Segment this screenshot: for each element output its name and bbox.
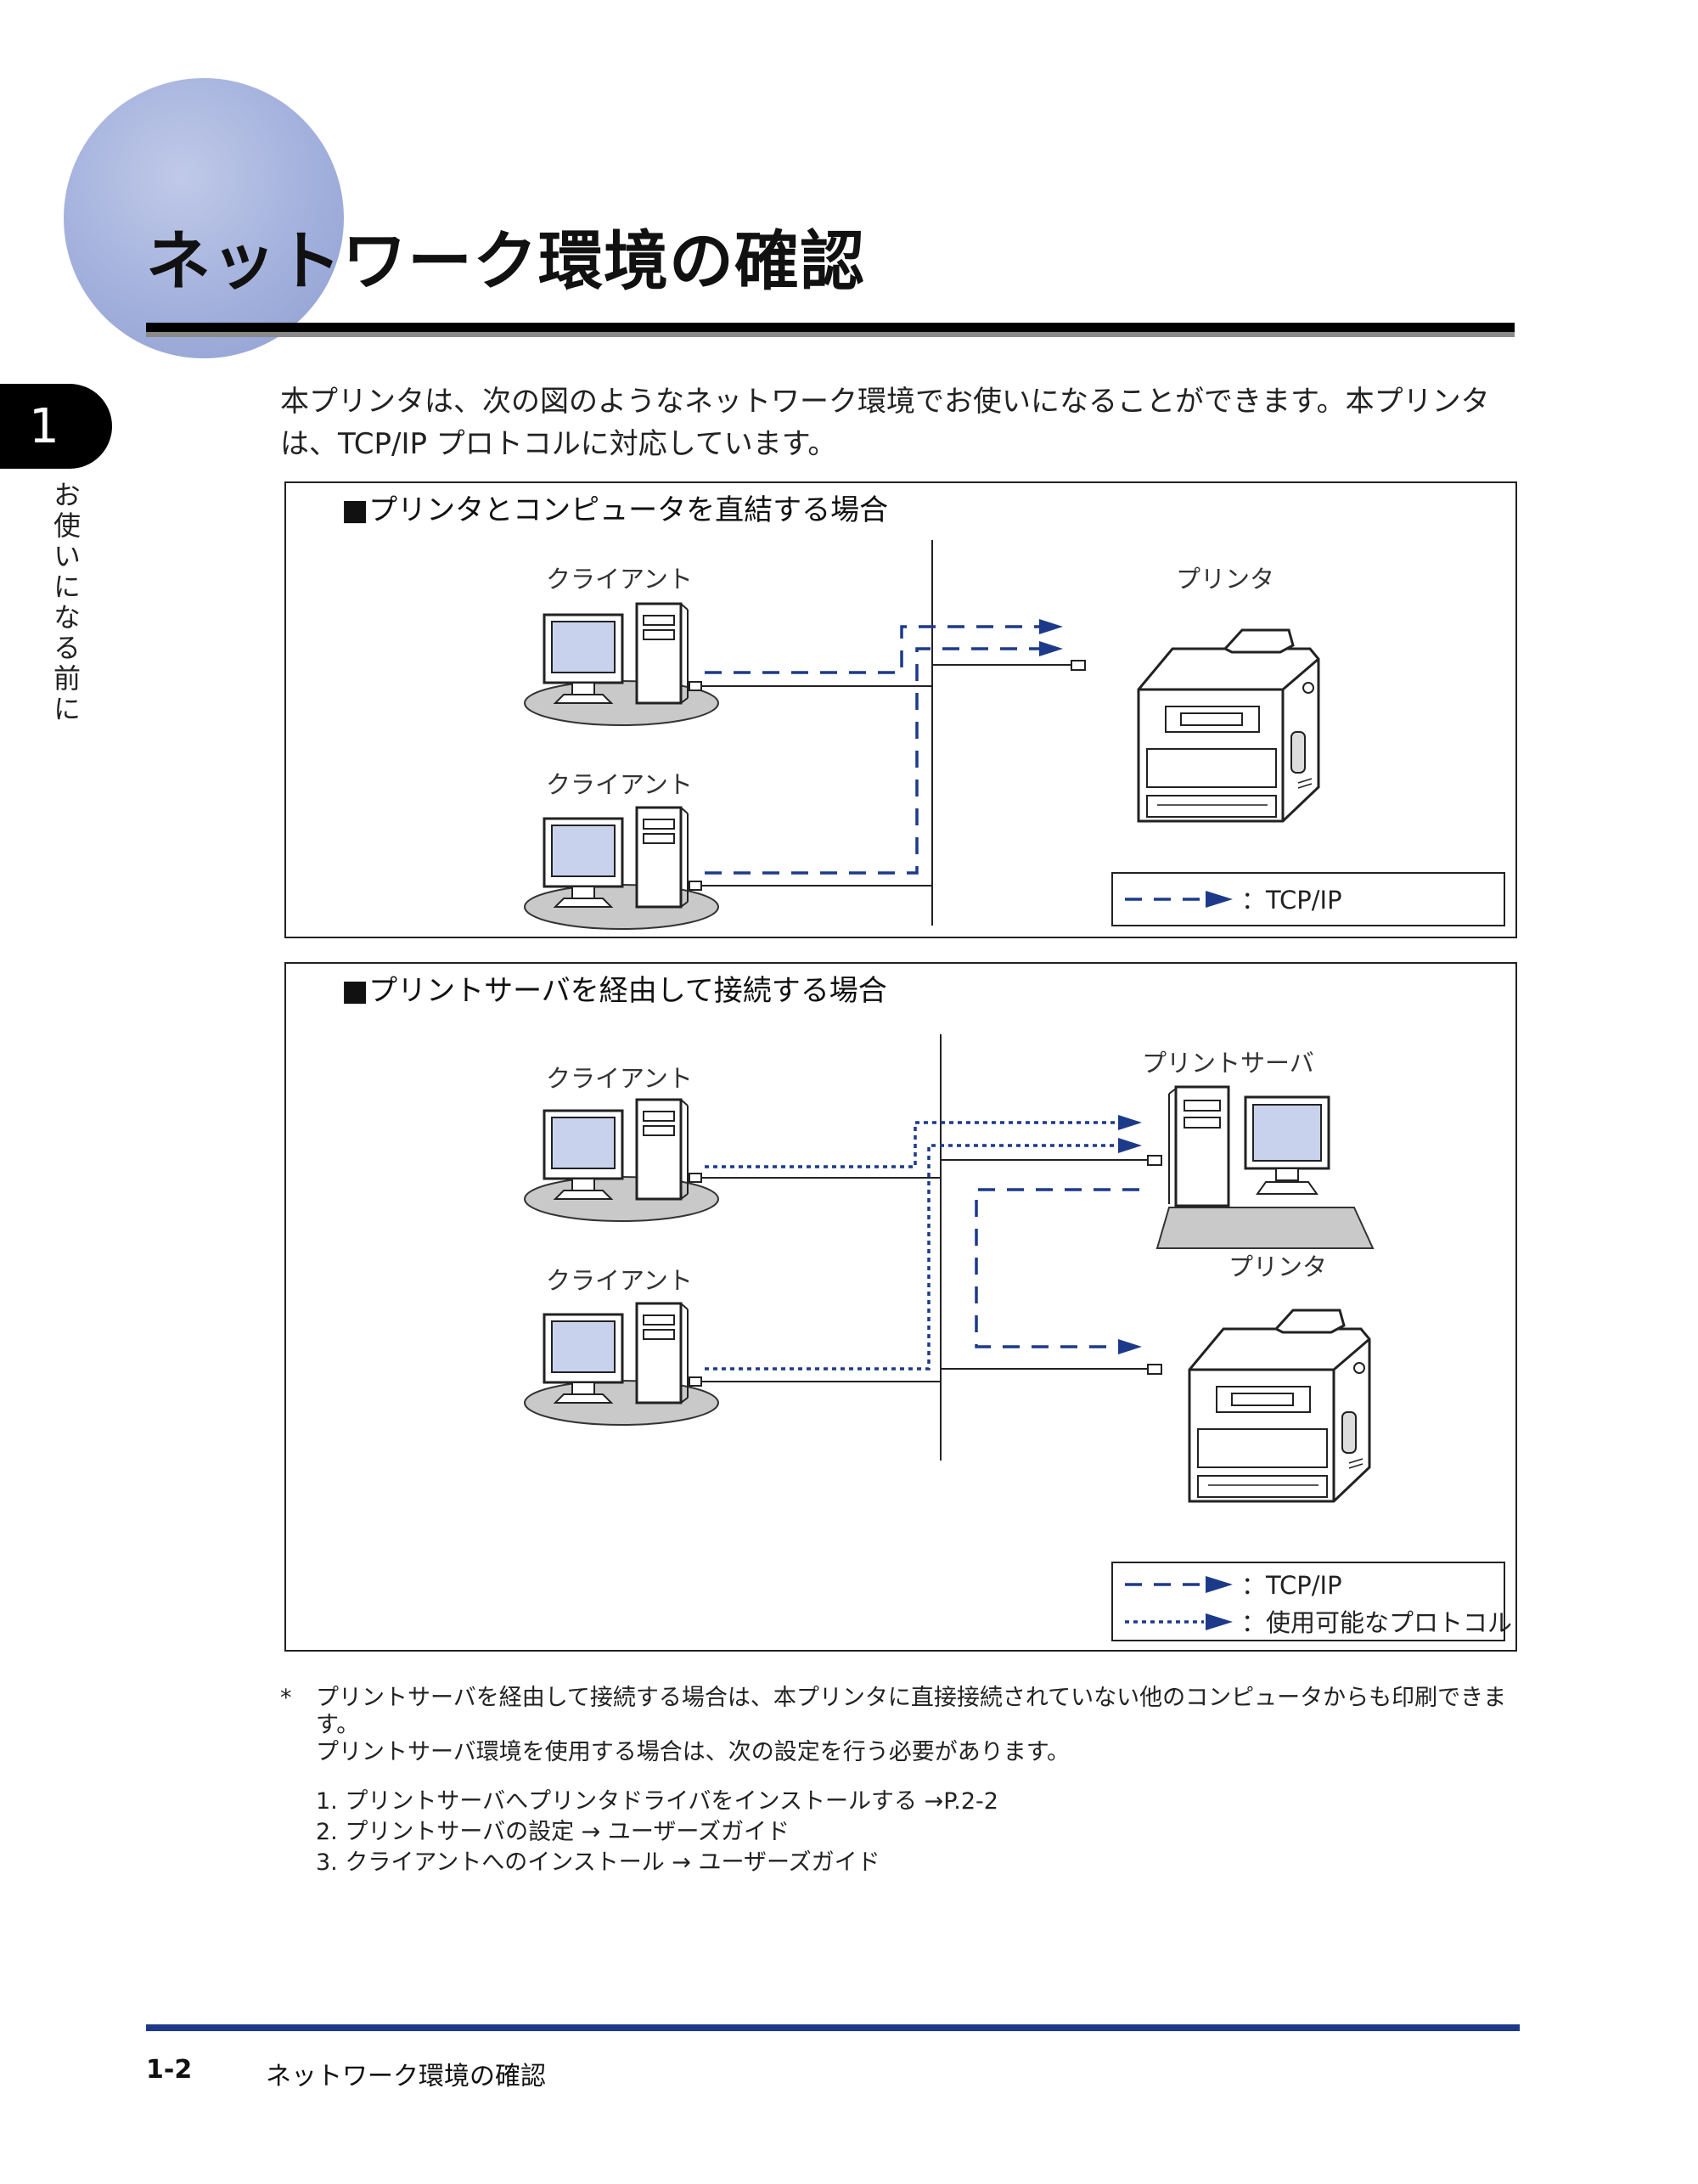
diagram2-frame — [284, 962, 1517, 1652]
diagram1-tcpip-paths — [705, 625, 1043, 875]
diagram2-server-label: プリントサーバ — [1142, 1049, 1314, 1078]
diagram2-legend-box — [1111, 1562, 1505, 1641]
diagram2-client-1 — [523, 1098, 720, 1223]
diagram2-heading: ■プリントサーバを経由して接続する場合 — [341, 974, 887, 1008]
setup-step-text: 2. プリントサーバの設定 → ユーザーズガイド — [316, 1819, 790, 1845]
diagram2-client-2 — [523, 1302, 720, 1427]
footnote: * プリントサーバを経由して接続する場合は、本プリンタに直接接続されていない他の… — [280, 1685, 1520, 1766]
title-rule-shadow — [146, 332, 1515, 337]
diagram2-print-server — [1155, 1085, 1375, 1250]
footnote-line-2: プリントサーバ環境を使用する場合は、次の設定を行う必要があります。 — [316, 1739, 1071, 1765]
diagram2-tcpip-arrowhead — [1118, 1339, 1142, 1354]
title-decoration-circle — [64, 78, 344, 358]
diagram2-legend-available: ：使用可能なプロトコル — [1241, 1608, 1512, 1637]
diagram1-legend-box — [1111, 872, 1505, 926]
diagram1-frame — [284, 481, 1517, 938]
diagram2-client-label-1: クライアント — [546, 1064, 693, 1093]
diagram2-legend-tcpip: ：TCP/IP — [1241, 1571, 1342, 1600]
diagram1-legend-tcpip: ：TCP/IP — [1241, 886, 1342, 915]
diagram1-printer-label: プリンタ — [1176, 565, 1274, 594]
setup-step: 2. プリントサーバの設定 → ユーザーズガイド — [316, 1817, 998, 1848]
page-title: ネットワーク環境の確認 — [146, 223, 865, 299]
diagram1-client-2 — [523, 806, 720, 931]
setup-step-text: 1. プリントサーバへプリンタドライバをインストールする →P.2-2 — [316, 1788, 998, 1815]
footnote-marker: * — [280, 1685, 292, 1711]
network-diagrams: ■プリンタとコンピュータを直結する場合 クライアント クライアント プリンタ ：… — [284, 481, 1517, 1652]
setup-step-text: 3. クライアントへのインストール → ユーザーズガイド — [316, 1849, 880, 1876]
chapter-label: お使いになる前に — [49, 481, 82, 725]
diagram2-printer-label: プリンタ — [1229, 1252, 1327, 1281]
page-number: 1-2 — [146, 2055, 193, 2085]
footer-section-title: ネットワーク環境の確認 — [266, 2062, 546, 2091]
footnote-line-1: プリントサーバを経由して接続する場合は、本プリンタに直接接続されていない他のコン… — [316, 1685, 1507, 1738]
footer-rule — [146, 2024, 1520, 2031]
chapter-tab: 1 — [0, 384, 112, 469]
setup-steps: 1. プリントサーバへプリンタドライバをインストールする →P.2-2 2. プ… — [316, 1787, 998, 1878]
setup-step: 3. クライアントへのインストール → ユーザーズガイド — [316, 1848, 998, 1878]
diagram1-arrowheads — [1039, 619, 1063, 656]
title-rule — [146, 323, 1515, 332]
diagram1-client-label-1: クライアント — [546, 565, 693, 594]
diagram2-client-label-2: クライアント — [546, 1266, 693, 1295]
setup-step: 1. プリントサーバへプリンタドライバをインストールする →P.2-2 — [316, 1787, 998, 1817]
diagram2-printer — [1188, 1309, 1371, 1503]
diagram2-available-protocol-paths — [705, 1121, 1119, 1371]
diagram1-client-label-2: クライアント — [546, 770, 693, 799]
chapter-number: 1 — [29, 398, 59, 454]
diagram1-heading: ■プリンタとコンピュータを直結する場合 — [341, 493, 888, 527]
diagram1-printer — [1137, 628, 1320, 823]
diagram1-client-1 — [523, 602, 720, 727]
diagram2-arrowheads-available — [1118, 1115, 1142, 1153]
diagram2-tcpip-path — [975, 1188, 1139, 1348]
intro-paragraph: 本プリンタは、次の図のようなネットワーク環境でお使いになることができます。本プリ… — [280, 385, 1490, 461]
